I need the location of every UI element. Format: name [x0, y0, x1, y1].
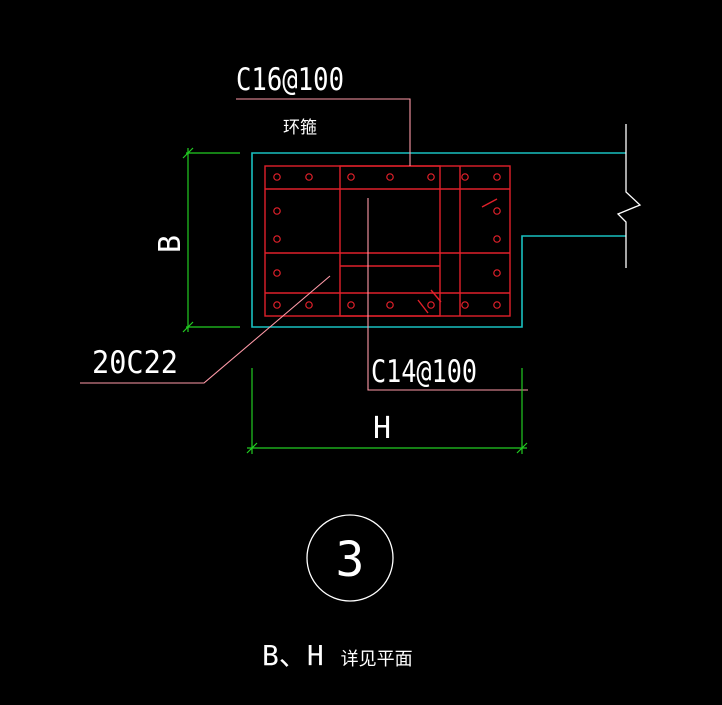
leader-lines [80, 98, 528, 391]
stirrup-spec-label: C16@100 [236, 62, 344, 98]
circle-marker-icon: 3 [306, 514, 394, 602]
rebar-dot [347, 173, 355, 181]
footnote: B、H 详见平面 [262, 639, 413, 672]
rebar-dot [461, 301, 469, 309]
section-number: 3 [336, 532, 365, 588]
tie-hook [417, 299, 429, 314]
rebar-dot [273, 173, 281, 181]
inner-stirrup [339, 165, 441, 317]
rebar-dot [305, 301, 313, 309]
rebar-dot [427, 301, 435, 309]
rebar-dot [273, 235, 281, 243]
rebar-dot [493, 235, 501, 243]
stirrup-leader [236, 98, 411, 166]
rebar-dot [273, 207, 281, 215]
rebar-dot [493, 173, 501, 181]
rebar-dot [386, 301, 394, 309]
rebar-dot [347, 301, 355, 309]
outline-path [251, 152, 626, 328]
rebar-dot [461, 173, 469, 181]
concrete-outline [251, 152, 626, 328]
zigzag-break-icon [616, 124, 642, 268]
footnote-text: 详见平面 [341, 649, 413, 670]
rebar-dot [273, 269, 281, 277]
rebar-dot [305, 173, 313, 181]
rebar-dot [386, 173, 394, 181]
main-bars [273, 173, 501, 309]
dimension-h-label: H [373, 411, 391, 446]
dimension-b [182, 147, 240, 333]
stirrup-note-label: 环箍 [283, 118, 317, 138]
rebar-dot [493, 301, 501, 309]
tie-hook [481, 198, 498, 208]
tie-spec-label: C14@100 [371, 354, 477, 390]
dimension-h [246, 368, 528, 454]
rebar-cage [264, 165, 511, 317]
main-bar-leader [80, 275, 331, 384]
tie-leader [367, 198, 528, 391]
dimension-b-label: B [153, 235, 188, 253]
rebar-dot [493, 269, 501, 277]
rebar-dot [427, 173, 435, 181]
rebar-dot [493, 207, 501, 215]
main-bars-label: 20C22 [92, 345, 178, 381]
rebar-dot [273, 301, 281, 309]
footnote-prefix: B、H [262, 639, 324, 672]
tie-hook [430, 289, 442, 303]
